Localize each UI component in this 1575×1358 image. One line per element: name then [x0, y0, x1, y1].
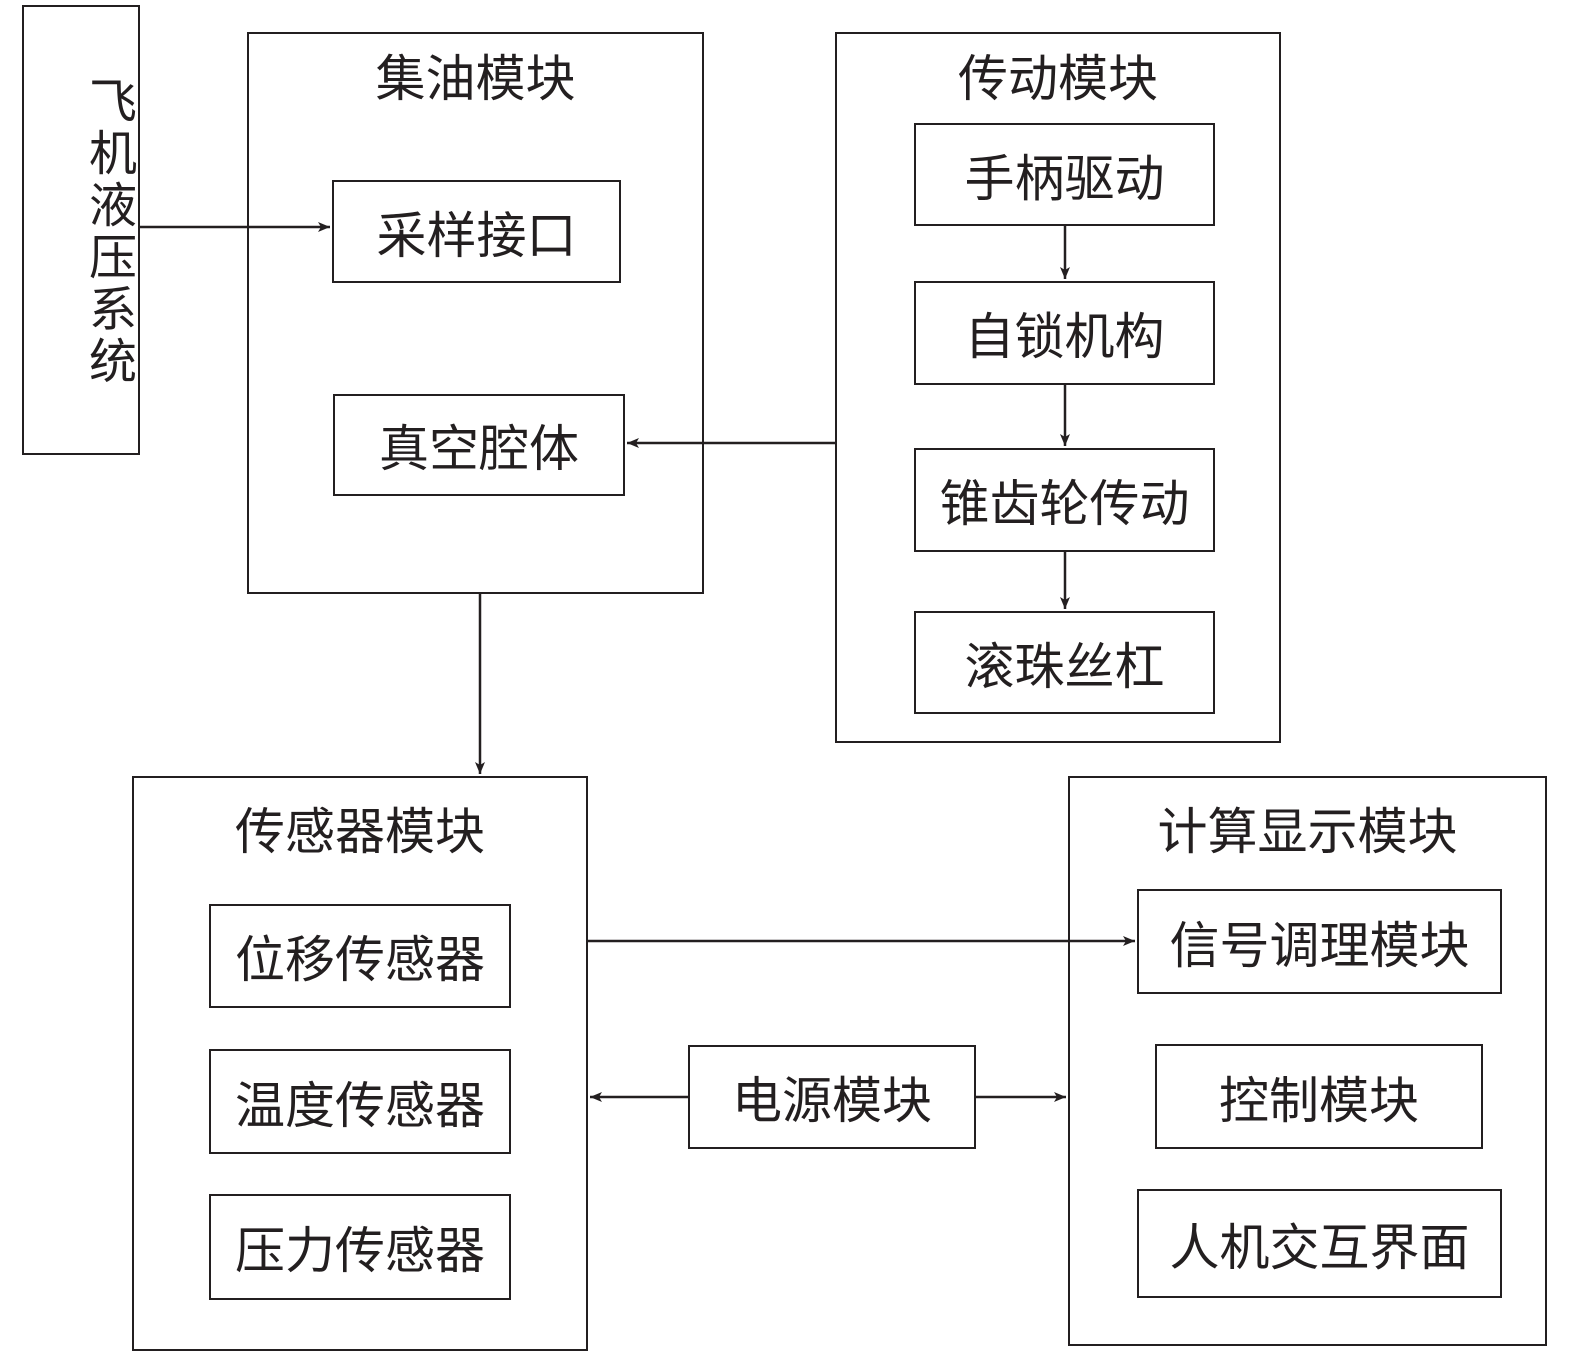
sampling-interface-label: 采样接口 [376, 206, 577, 265]
handle-drive-label: 手柄驱动 [964, 149, 1165, 208]
ball-screw-label: 滚珠丝杠 [964, 637, 1165, 696]
vacuum-cavity-box [333, 394, 625, 496]
aircraft-hydraulic-system-box [22, 5, 140, 455]
compute-display-module-title: 计算显示模块 [1157, 803, 1458, 861]
pressure-sensor-label: 压力传感器 [235, 1222, 485, 1280]
oil-collection-module [247, 32, 704, 594]
sampling-interface-box [332, 180, 621, 283]
signal-conditioning-module-label: 信号调理模块 [1169, 916, 1470, 975]
handle-drive-box [914, 123, 1215, 226]
vacuum-cavity-label: 真空腔体 [379, 420, 579, 478]
bevel-gear-transmission-label: 锥齿轮传动 [939, 475, 1190, 533]
control-module-box [1155, 1044, 1483, 1149]
human-machine-interface-box [1137, 1189, 1502, 1298]
power-module-box [688, 1045, 976, 1149]
control-module-label: 控制模块 [1219, 1071, 1419, 1130]
self-lock-mechanism-label: 自锁机构 [964, 308, 1165, 366]
displacement-sensor-box [209, 904, 511, 1008]
bevel-gear-transmission-box [914, 448, 1215, 552]
power-module-label: 电源模块 [732, 1072, 932, 1130]
self-lock-mechanism-box [914, 281, 1215, 385]
aircraft-hydraulic-system-label: 飞机液压系统 [80, 76, 136, 388]
transmission-module [835, 32, 1281, 743]
signal-conditioning-module-box [1137, 889, 1502, 994]
temperature-sensor-label: 温度传感器 [235, 1076, 485, 1135]
displacement-sensor-label: 位移传感器 [235, 931, 485, 989]
human-machine-interface-label: 人机交互界面 [1169, 1218, 1470, 1277]
oil-collection-module-title: 集油模块 [375, 50, 576, 108]
sensor-module-title: 传感器模块 [235, 803, 485, 861]
temperature-sensor-box [209, 1049, 511, 1154]
pressure-sensor-box [209, 1194, 511, 1300]
sensor-module [132, 776, 588, 1351]
transmission-module-title: 传动模块 [958, 50, 1158, 108]
ball-screw-box [914, 611, 1215, 714]
compute-display-module [1068, 776, 1547, 1346]
